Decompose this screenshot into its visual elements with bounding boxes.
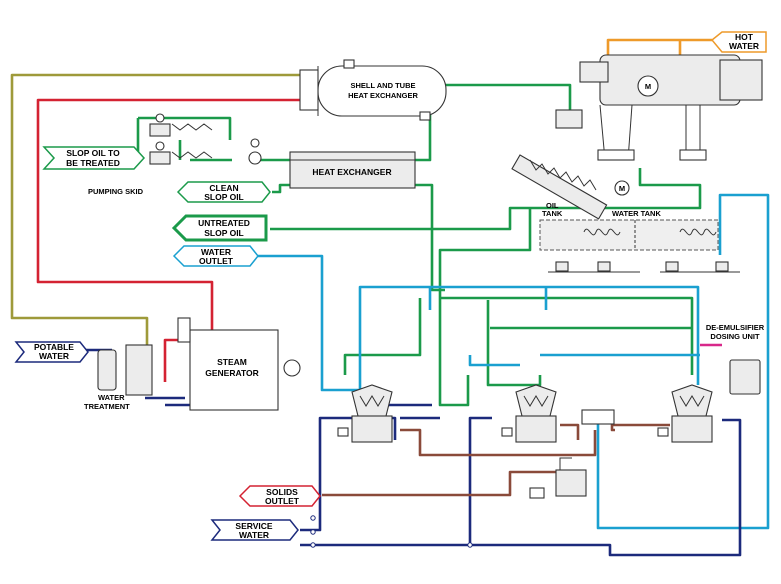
- steam-generator: STEAM GENERATOR: [177, 317, 301, 411]
- hot-water-tag: HOT WATER: [710, 31, 767, 53]
- pipe-orange: [606, 38, 712, 55]
- pipe-cyan-main: [358, 285, 700, 390]
- de-emulsifier-dosing-unit: DE-EMULSIFIER DOSING UNIT: [706, 323, 765, 395]
- service-water-tag: SERVICE WATER: [210, 519, 299, 541]
- hot-water-label-l1: HOT: [735, 32, 754, 42]
- water-outlet-tag: WATER OUTLET: [172, 245, 259, 267]
- pipe-brown-solids: [322, 423, 670, 497]
- slop-oil-label-l2: BE TREATED: [66, 158, 120, 168]
- slop-oil-label-l1: SLOP OIL TO: [66, 148, 120, 158]
- untreated-slop-oil-tag: UNTREATED SLOP OIL: [171, 214, 268, 242]
- shell-and-tube-heat-exchanger: SHELL AND TUBE HEAT EXCHANGER: [299, 59, 447, 121]
- clean-slop-oil-tag: CLEAN SLOP OIL: [176, 181, 271, 203]
- hot-water-label-l2: WATER: [729, 41, 759, 51]
- demulsifier-label-l2: DOSING UNIT: [710, 332, 760, 341]
- solids-outlet-tag: SOLIDS OUTLET: [238, 485, 321, 507]
- motor-icon: [614, 180, 630, 196]
- steam-label-l2: GENERATOR: [205, 368, 259, 378]
- clean-slop-label-l1: CLEAN: [209, 183, 238, 193]
- screw-conveyor-icon: M: [511, 154, 630, 220]
- pipe-green-collector: [343, 296, 694, 375]
- potable-label-l2: WATER: [39, 351, 69, 361]
- potable-water-tag: POTABLE WATER: [14, 341, 89, 363]
- pipe-navy-steam: [145, 396, 190, 407]
- solids-label-l1: SOLIDS: [266, 487, 298, 497]
- potable-label-l1: POTABLE: [34, 342, 74, 352]
- water-tank-label: WATER TANK: [612, 209, 661, 218]
- solids-label-l2: OUTLET: [265, 496, 300, 506]
- clean-slop-label-l2: SLOP OIL: [204, 192, 244, 202]
- water-treatment-label-l2: TREATMENT: [84, 402, 130, 411]
- pipe-green-tanks: [438, 208, 542, 407]
- oil-water-tank: OIL TANK WATER TANK: [539, 201, 740, 273]
- heat-exchanger: HEAT EXCHANGER: [289, 151, 416, 189]
- shell-tube-label-l1: SHELL AND TUBE: [350, 81, 415, 90]
- heat-exchanger-label: HEAT EXCHANGER: [312, 167, 391, 177]
- pipe-green-clean: [272, 183, 445, 292]
- heating-coil-icon: [583, 228, 621, 236]
- pipe-cyan-outlet: [258, 254, 365, 392]
- oil-tank-label-l2: TANK: [542, 209, 563, 218]
- disc-separator-icon: [337, 384, 393, 443]
- pumping-skid-label: PUMPING SKID: [88, 187, 144, 196]
- disc-separator-icon-3: [657, 384, 713, 443]
- pipe-navy-main: [300, 416, 742, 557]
- heating-coil-icon-2: [679, 228, 717, 236]
- pipe-green-skid: [136, 116, 232, 162]
- conveyor-motor-mark: M: [619, 184, 625, 193]
- untreated-label-l2: SLOP OIL: [204, 228, 244, 238]
- untreated-label-l1: UNTREATED: [198, 218, 250, 228]
- pumping-skid: PUMPING SKID: [88, 113, 262, 196]
- water-treatment-label-l1: WATER: [98, 393, 125, 402]
- decanter-motor-mark: M: [645, 82, 651, 91]
- pipe-green-untreated: [270, 168, 702, 231]
- water-outlet-label-l2: OUTLET: [199, 256, 234, 266]
- pipe-cyan-mid: [468, 353, 700, 367]
- pipe-olive: [10, 73, 300, 345]
- pipe-green-main: [445, 83, 572, 110]
- decanter-centrifuge-icon: M: [555, 54, 763, 161]
- water-treatment-unit: WATER TREATMENT: [84, 344, 153, 411]
- service-label-l2: WATER: [239, 530, 269, 540]
- valve-icon: [155, 113, 165, 123]
- pipe-red-steam-2: [163, 338, 190, 382]
- slop-oil-tag: SLOP OIL TO BE TREATED: [42, 146, 146, 170]
- disc-separator-icon-2: [501, 384, 557, 443]
- pipe-navy-mid: [385, 403, 440, 420]
- pipe-cyan-tank: [596, 193, 770, 530]
- water-outlet-label-l1: WATER: [201, 247, 231, 257]
- pipe-green-hx: [258, 110, 432, 162]
- pipe-red-steam: [36, 98, 300, 330]
- sludge-tank: [529, 409, 615, 499]
- steam-label-l1: STEAM: [217, 357, 247, 367]
- oil-tank-label-l1: OIL: [546, 201, 559, 210]
- service-label-l1: SERVICE: [235, 521, 272, 531]
- demulsifier-label-l1: DE-EMULSIFIER: [706, 323, 765, 332]
- pump-icon: [248, 151, 262, 165]
- shell-tube-label-l2: HEAT EXCHANGER: [348, 91, 418, 100]
